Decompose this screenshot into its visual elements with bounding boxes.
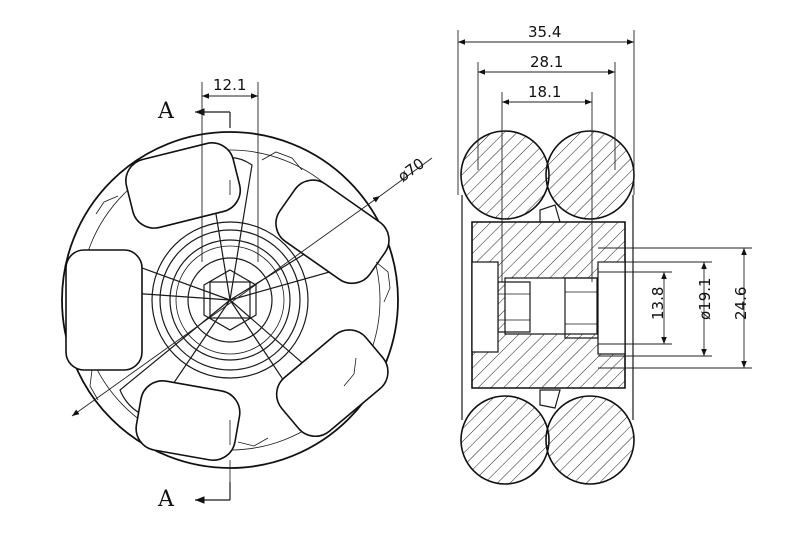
dim-roller-span [477,62,616,170]
roller-left [65,249,143,371]
bore-cut [504,277,598,335]
roller-top [125,142,242,229]
dim-diameter-text: ø70 [394,154,427,185]
dim-hub-width-front-text: 12.1 [213,76,246,94]
dim-hub-diameter-text: ø19.1 [696,277,714,320]
front-view: A A 12.1 ø70 [61,76,433,512]
roller-bottom-left [460,395,550,485]
dim-overall-width-text: 35.4 [528,23,561,41]
dim-overall-width [457,30,635,195]
dim-hub-width-side [501,92,593,282]
dim-hub-width-side-text: 18.1 [528,83,561,101]
left-flange [471,261,499,353]
roller-top-left [460,130,550,220]
dim-diameter [71,157,433,417]
dim-height-text: 24.6 [732,287,750,320]
section-label-top: A [157,99,175,124]
roller-bottom [135,380,241,461]
dim-bore-text: 13.8 [649,287,667,320]
dim-roller-span-text: 28.1 [530,53,563,71]
section-line [195,108,231,504]
right-flange [597,261,626,355]
roller-bottom-right [545,395,635,485]
side-view: 35.4 28.1 18.1 13.8 ø19.1 [457,23,752,485]
roller-top-right [545,130,635,220]
section-label-bottom: A [157,487,175,512]
